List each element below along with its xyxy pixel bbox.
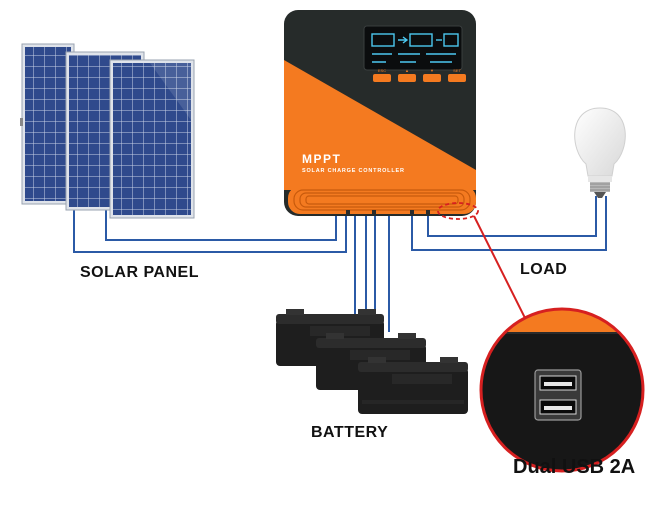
controller-subtitle: SOLAR CHARGE CONTROLLER	[302, 168, 405, 174]
usb-callout	[437, 202, 645, 473]
charge-controller-icon: ESC ▲ ▼ SET MPPT SOLAR CHARGE CONTROLLER	[284, 10, 476, 216]
up-button[interactable]	[398, 74, 416, 82]
battery-icon	[276, 309, 468, 414]
solar-panel-1	[20, 43, 75, 205]
esc-button[interactable]	[373, 74, 391, 82]
usb-label: Dual USB 2A	[513, 456, 636, 478]
set-button[interactable]	[448, 74, 466, 82]
esc-button-label: ESC	[378, 68, 386, 73]
battery-3	[358, 357, 468, 414]
wires	[73, 196, 607, 332]
controller-brand: MPPT	[302, 152, 341, 166]
solar-panel-label: SOLAR PANEL	[80, 264, 199, 281]
down-button[interactable]	[423, 74, 441, 82]
solar-panel-icon	[20, 43, 195, 219]
set-button-label: SET	[453, 68, 461, 73]
light-bulb-icon	[574, 107, 626, 198]
down-button-label: ▼	[430, 68, 434, 73]
solar-panel-3	[109, 59, 195, 219]
control-buttons: ESC ▲ ▼ SET	[373, 68, 466, 82]
usb-port-icon	[534, 369, 582, 421]
battery-label: BATTERY	[311, 424, 389, 441]
up-button-label: ▲	[405, 68, 409, 73]
load-label: LOAD	[520, 261, 568, 278]
lcd-segments	[371, 33, 459, 63]
